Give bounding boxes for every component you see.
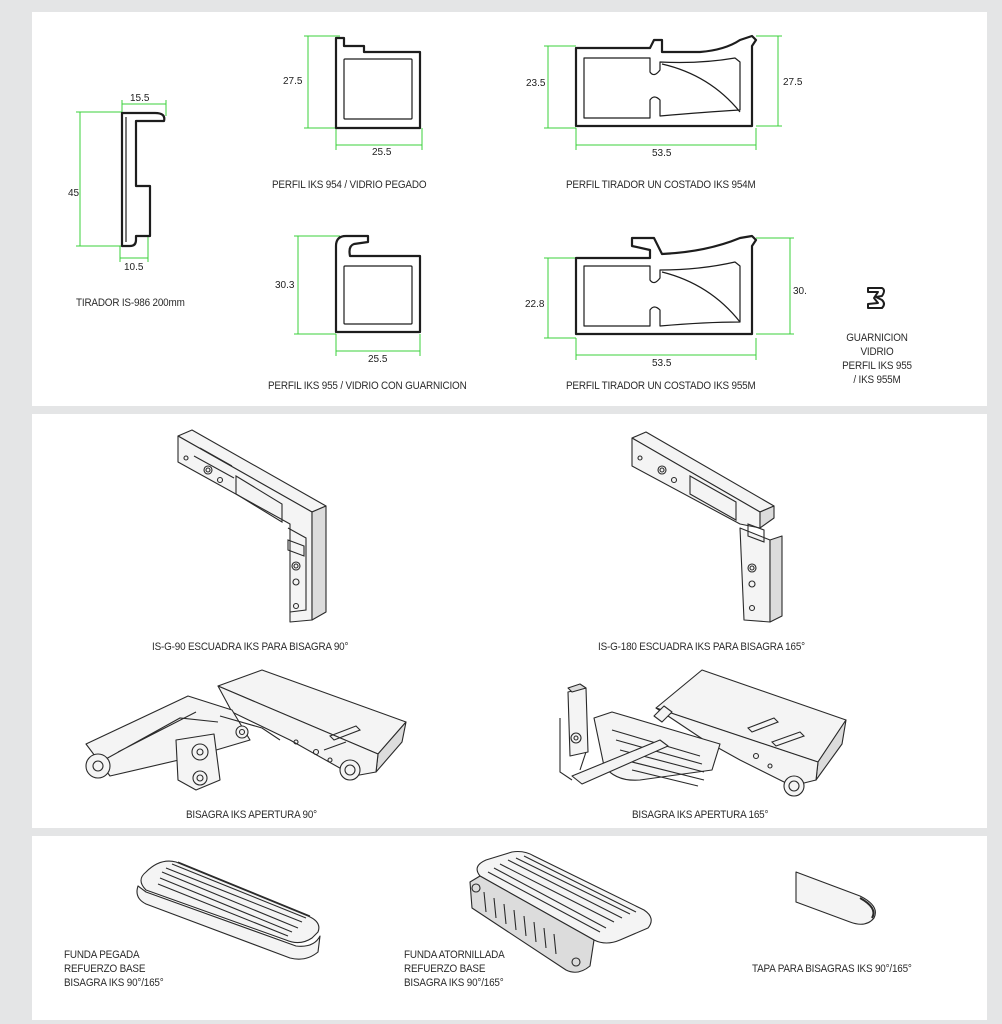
iks954-caption: PERFIL IKS 954 / VIDRIO PEGADO (272, 179, 427, 191)
iks954m-dim-right: 27.5 (783, 77, 803, 88)
bisagra165-caption: BISAGRA IKS APERTURA 165° (632, 809, 769, 821)
iks955m-dim-left: 22.8 (525, 299, 545, 310)
funda-pegada-caption: FUNDA PEGADA REFUERZO BASE BISAGRA IKS 9… (64, 949, 164, 989)
iks955m-dim-bottom: 53.5 (652, 358, 672, 369)
tirador-dim-bottom: 10.5 (124, 262, 144, 273)
profiles-panel (32, 12, 987, 406)
escuadra180-caption: IS-G-180 ESCUADRA IKS PARA BISAGRA 165° (598, 641, 805, 653)
iks954m-caption: PERFIL TIRADOR UN COSTADO IKS 954M (566, 179, 756, 191)
bisagra90-caption: BISAGRA IKS APERTURA 90° (186, 809, 317, 821)
tirador-dim-left: 45 (68, 188, 80, 199)
iks955m-dim-right: 30. (793, 286, 807, 297)
funda-atornillada-caption: FUNDA ATORNILLADA REFUERZO BASE BISAGRA … (404, 949, 505, 989)
iks954-dim-bottom: 25.5 (372, 147, 392, 158)
iks955m-caption: PERFIL TIRADOR UN COSTADO IKS 955M (566, 380, 756, 392)
iks954m-dim-bottom: 53.5 (652, 148, 672, 159)
iks955-caption: PERFIL IKS 955 / VIDRIO CON GUARNICION (268, 380, 467, 392)
tirador-dim-top: 15.5 (130, 93, 150, 104)
iks955-dim-bottom: 25.5 (368, 354, 388, 365)
guarnicion-caption: GUARNICION VIDRIO PERFIL IKS 955 / IKS 9… (842, 332, 912, 386)
tapa-caption: TAPA PARA BISAGRAS IKS 90°/165° (752, 963, 912, 975)
tirador-caption: TIRADOR IS-986 200mm (76, 297, 185, 309)
escuadra90-caption: IS-G-90 ESCUADRA IKS PARA BISAGRA 90° (152, 641, 349, 653)
iks954m-dim-left: 23.5 (526, 78, 546, 89)
iks954-dim-left: 27.5 (283, 76, 303, 87)
iks955-dim-left: 30.3 (275, 280, 295, 291)
